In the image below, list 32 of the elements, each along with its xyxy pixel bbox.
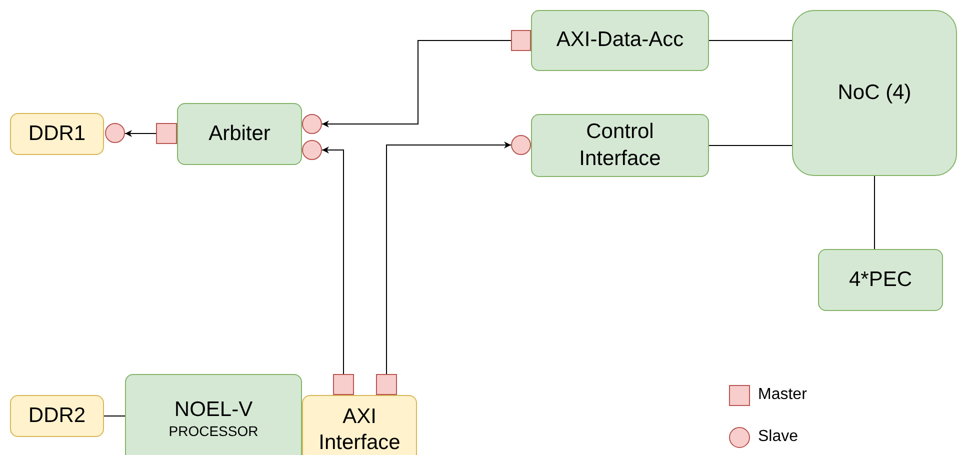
- connector-line: [708, 40, 792, 41]
- process-box: [10, 113, 104, 155]
- process-box: [792, 10, 957, 176]
- node-sublabel: PROCESSOR: [168, 423, 258, 441]
- process-box: [531, 10, 709, 71]
- node-label: AXI-Data-Acc: [555, 27, 685, 54]
- master-port-square: [511, 30, 531, 51]
- node-label: 4*PEC: [848, 266, 914, 293]
- master-port-square: [333, 374, 354, 395]
- connector-line: [708, 145, 792, 146]
- node-label: Arbiter: [208, 120, 272, 147]
- process-box: [10, 395, 104, 437]
- legend-label: Master: [758, 385, 807, 405]
- master-port-square: [376, 374, 397, 395]
- process-box: [302, 395, 417, 455]
- arrow: [322, 40, 512, 128]
- process-box: [125, 374, 302, 455]
- process-box: [177, 103, 302, 165]
- node-label: DDR2: [27, 402, 87, 429]
- legend-label: Slave: [758, 427, 798, 447]
- node-label: Control Interface: [578, 119, 662, 172]
- connector-line: [874, 176, 875, 250]
- process-box: [818, 249, 943, 311]
- arrow: [386, 142, 512, 374]
- arrow: [124, 130, 156, 137]
- node-label: NoC (4): [836, 80, 912, 106]
- arrow: [322, 146, 344, 374]
- node-label: NOEL-V: [173, 397, 254, 424]
- node-label: DDR1: [27, 120, 87, 147]
- master-port-square: [156, 123, 177, 144]
- node-label: AXI Interface: [318, 404, 402, 455]
- process-box: [531, 114, 709, 177]
